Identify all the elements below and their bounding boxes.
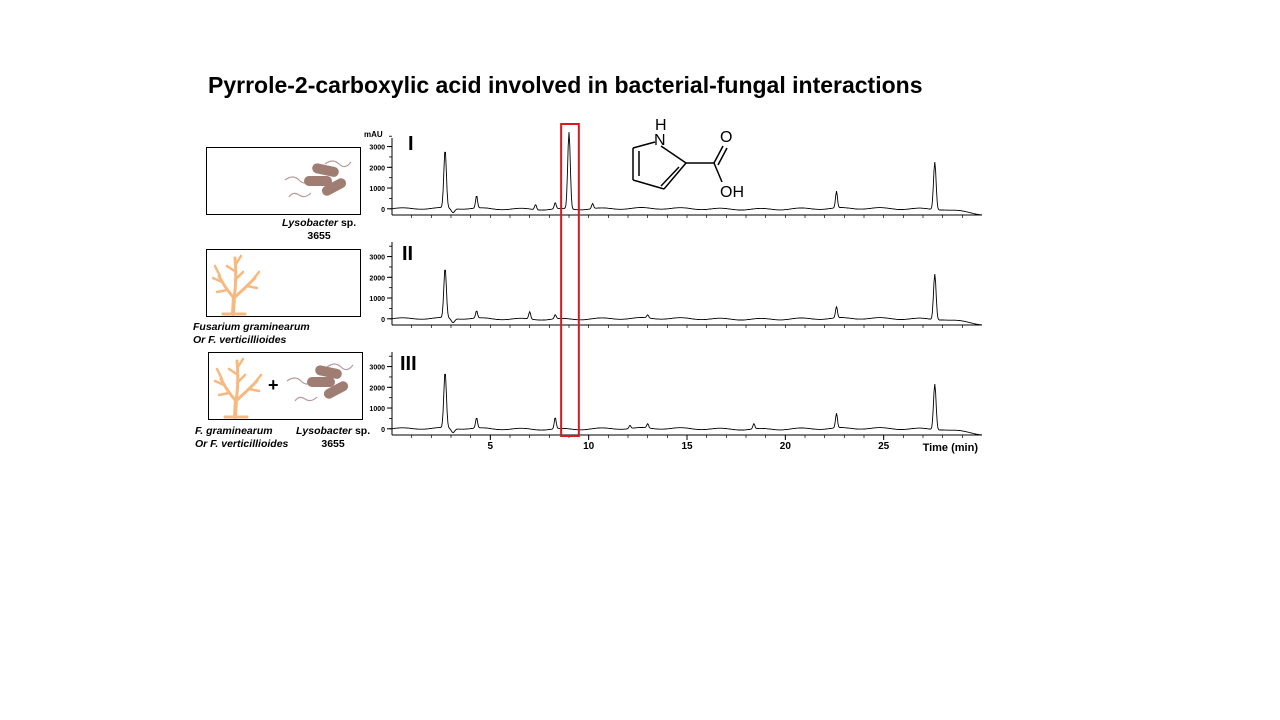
panel-label-III: III [400, 353, 417, 375]
x-axis-label: Time (min) [923, 442, 979, 454]
y-tick-label: 0 [381, 317, 385, 324]
y-tick-label: 1000 [369, 406, 385, 413]
x-tick-label: 15 [681, 441, 693, 452]
y-tick-label: 3000 [369, 365, 385, 372]
y-tick-label: 0 [381, 427, 385, 434]
panel-label-II: II [402, 243, 413, 265]
y-tick-label: 1000 [369, 296, 385, 303]
bacteria-icon [286, 363, 354, 402]
sample-box-fungus [206, 249, 361, 317]
x-tick-label: 25 [878, 441, 890, 452]
fungus-icon [213, 357, 354, 419]
y-axis-label: mAU [364, 130, 383, 139]
molecule-oh-label: OH [720, 184, 744, 201]
y-tick-label: 3000 [369, 255, 385, 262]
trace-III [391, 373, 983, 436]
molecule-n-label: N [654, 132, 666, 149]
highlight-box [560, 123, 580, 437]
x-tick-label: 20 [780, 441, 792, 452]
y-tick-label: 2000 [369, 385, 385, 392]
molecule-structure [632, 141, 728, 190]
x-tick-label: 10 [583, 441, 595, 452]
fungus-icon [211, 254, 261, 316]
x-tick-label: 5 [488, 441, 494, 452]
sample-box-bacteria [206, 147, 361, 215]
panel-III: 0 1000 2000 3000 III [369, 352, 983, 438]
trace-I [391, 132, 983, 216]
panel-II: 0 1000 2000 3000 II [369, 242, 983, 328]
molecule-h-label: H [655, 117, 667, 134]
plus-sign: + [268, 375, 279, 395]
y-tick-label: 2000 [369, 275, 385, 282]
trace-II [391, 269, 983, 326]
sample-caption-ii: Fusarium graminearum Or F. verticillioid… [193, 321, 310, 346]
sample-caption-iii-fungus: F. graminearum Or F. verticillioides [195, 425, 289, 450]
molecule-o-label: O [720, 129, 732, 146]
panel-label-I: I [408, 133, 414, 155]
y-tick-label: 2000 [369, 165, 385, 172]
sample-box-coculture: + [208, 352, 363, 420]
sample-caption-iii-bacteria: Lysobacter sp. 3655 [296, 425, 371, 450]
panel-I: 0 1000 2000 3000 mAU I [364, 130, 983, 218]
bacteria-icon [284, 160, 352, 198]
y-tick-label: 0 [381, 207, 385, 214]
y-tick-label: 1000 [369, 186, 385, 193]
sample-caption-i: Lysobacter sp. 3655 [282, 217, 357, 242]
page-title: Pyrrole-2-carboxylic acid involved in ba… [208, 72, 923, 98]
y-tick-label: 3000 [369, 145, 385, 152]
